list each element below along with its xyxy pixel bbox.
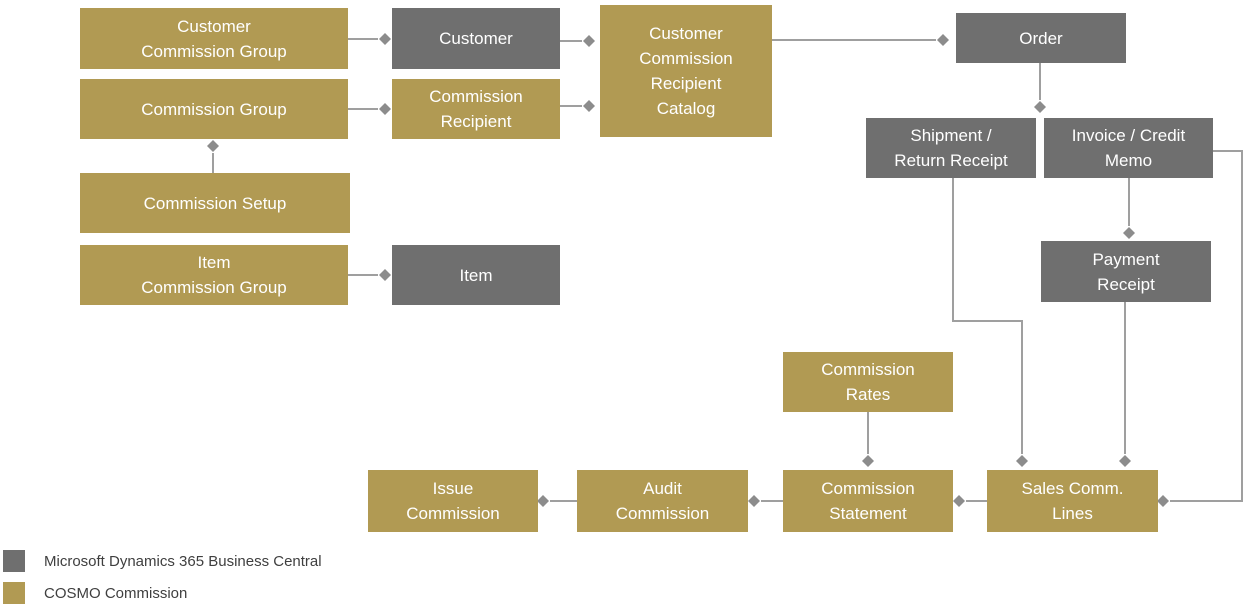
node-customer-commission-group: Customer Commission Group (80, 8, 348, 69)
legend-label-cosmo: COSMO Commission (44, 584, 188, 602)
node-item: Item (392, 245, 560, 305)
legend-item-dynamics365: Microsoft Dynamics 365 Business Central (3, 550, 322, 572)
node-order: Order (956, 13, 1126, 63)
edge-diamond (379, 103, 391, 115)
edge-diamond (937, 34, 949, 46)
node-item-commission-group: Item Commission Group (80, 245, 348, 305)
edge-diamond (1016, 455, 1028, 467)
node-sales-comm-lines: Sales Comm. Lines (987, 470, 1158, 532)
edge-diamond (207, 140, 219, 152)
node-customer-commission-recipient-catalog: Customer Commission Recipient Catalog (600, 5, 772, 137)
legend-item-cosmo: COSMO Commission (3, 582, 322, 604)
edge-shipment-to-sales-comm-lines (952, 178, 1023, 454)
node-commission-group: Commission Group (80, 79, 348, 139)
edge-diamond (583, 100, 595, 112)
edge-diamond (1123, 227, 1135, 239)
node-commission-setup: Commission Setup (80, 173, 350, 233)
legend-swatch-cosmo (3, 582, 25, 604)
edge-diamond (1034, 101, 1046, 113)
edge-diamond (953, 495, 965, 507)
node-commission-rates: Commission Rates (783, 352, 953, 412)
node-payment-receipt: Payment Receipt (1041, 241, 1211, 302)
node-commission-statement: Commission Statement (783, 470, 953, 532)
legend: Microsoft Dynamics 365 Business Central … (3, 550, 322, 604)
legend-swatch-dynamics365 (3, 550, 25, 572)
edge-diamond (1157, 495, 1169, 507)
node-issue-commission: Issue Commission (368, 470, 538, 532)
node-commission-recipient: Commission Recipient (392, 79, 560, 139)
edge-diamond (379, 269, 391, 281)
edge-diamond (537, 495, 549, 507)
edge-diamond (1119, 455, 1131, 467)
edge-diamond (748, 495, 760, 507)
node-invoice-credit-memo: Invoice / Credit Memo (1044, 118, 1213, 178)
edge-diamond (379, 33, 391, 45)
legend-label-dynamics365: Microsoft Dynamics 365 Business Central (44, 552, 322, 570)
node-shipment-return-receipt: Shipment / Return Receipt (866, 118, 1036, 178)
node-audit-commission: Audit Commission (577, 470, 748, 532)
node-customer: Customer (392, 8, 560, 69)
edge-invoice-to-sales-comm-lines (1170, 150, 1243, 502)
edge-diamond (583, 35, 595, 47)
edge-diamond (862, 455, 874, 467)
